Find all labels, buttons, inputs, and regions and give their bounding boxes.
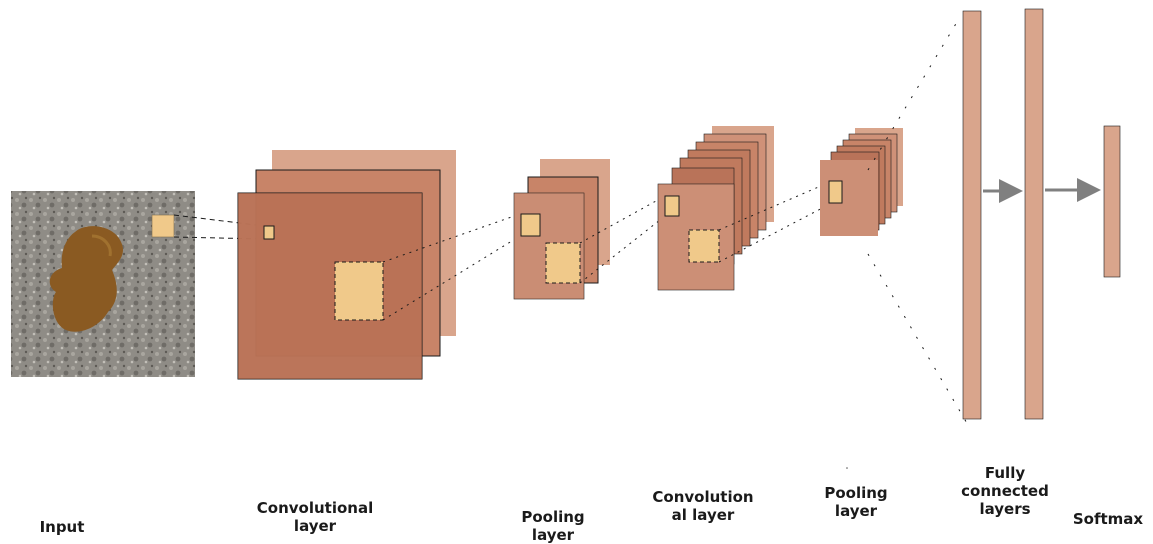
pool1-small-patch (520, 213, 541, 237)
conv2-small-patch (664, 195, 680, 217)
conv1-receptive-patch (334, 261, 384, 321)
label-convolutional-layer: Convolutional layer (256, 499, 374, 535)
conv-layer-1 (237, 150, 456, 380)
pool1-receptive-patch (545, 242, 581, 284)
fc-layer-1 (962, 10, 982, 420)
label-pooling-layer-1: Pooling layer (521, 508, 585, 544)
label-convolutional-layer-2: Convolution al layer (652, 488, 754, 524)
label-softmax: Softmax (1072, 510, 1144, 528)
pool-layer-2 (820, 128, 903, 236)
pool-layer-1 (513, 159, 610, 300)
input-blob (49, 226, 123, 332)
conv-layer-2 (657, 126, 774, 291)
input-image (11, 191, 195, 377)
label-input: Input (39, 518, 85, 536)
fully-connected-layers (962, 8, 1044, 420)
fc-layer-2 (1024, 8, 1044, 420)
pool2-small-patch (828, 180, 843, 204)
conv2-receptive-patch (688, 229, 720, 263)
label-pooling-layer-2: Pooling layer (824, 484, 888, 520)
input-patch (151, 214, 175, 238)
label-fully-connected-layers: Fully connected layers (961, 464, 1049, 518)
softmax-layer (1103, 125, 1121, 278)
conv1-small-patch (263, 225, 275, 240)
